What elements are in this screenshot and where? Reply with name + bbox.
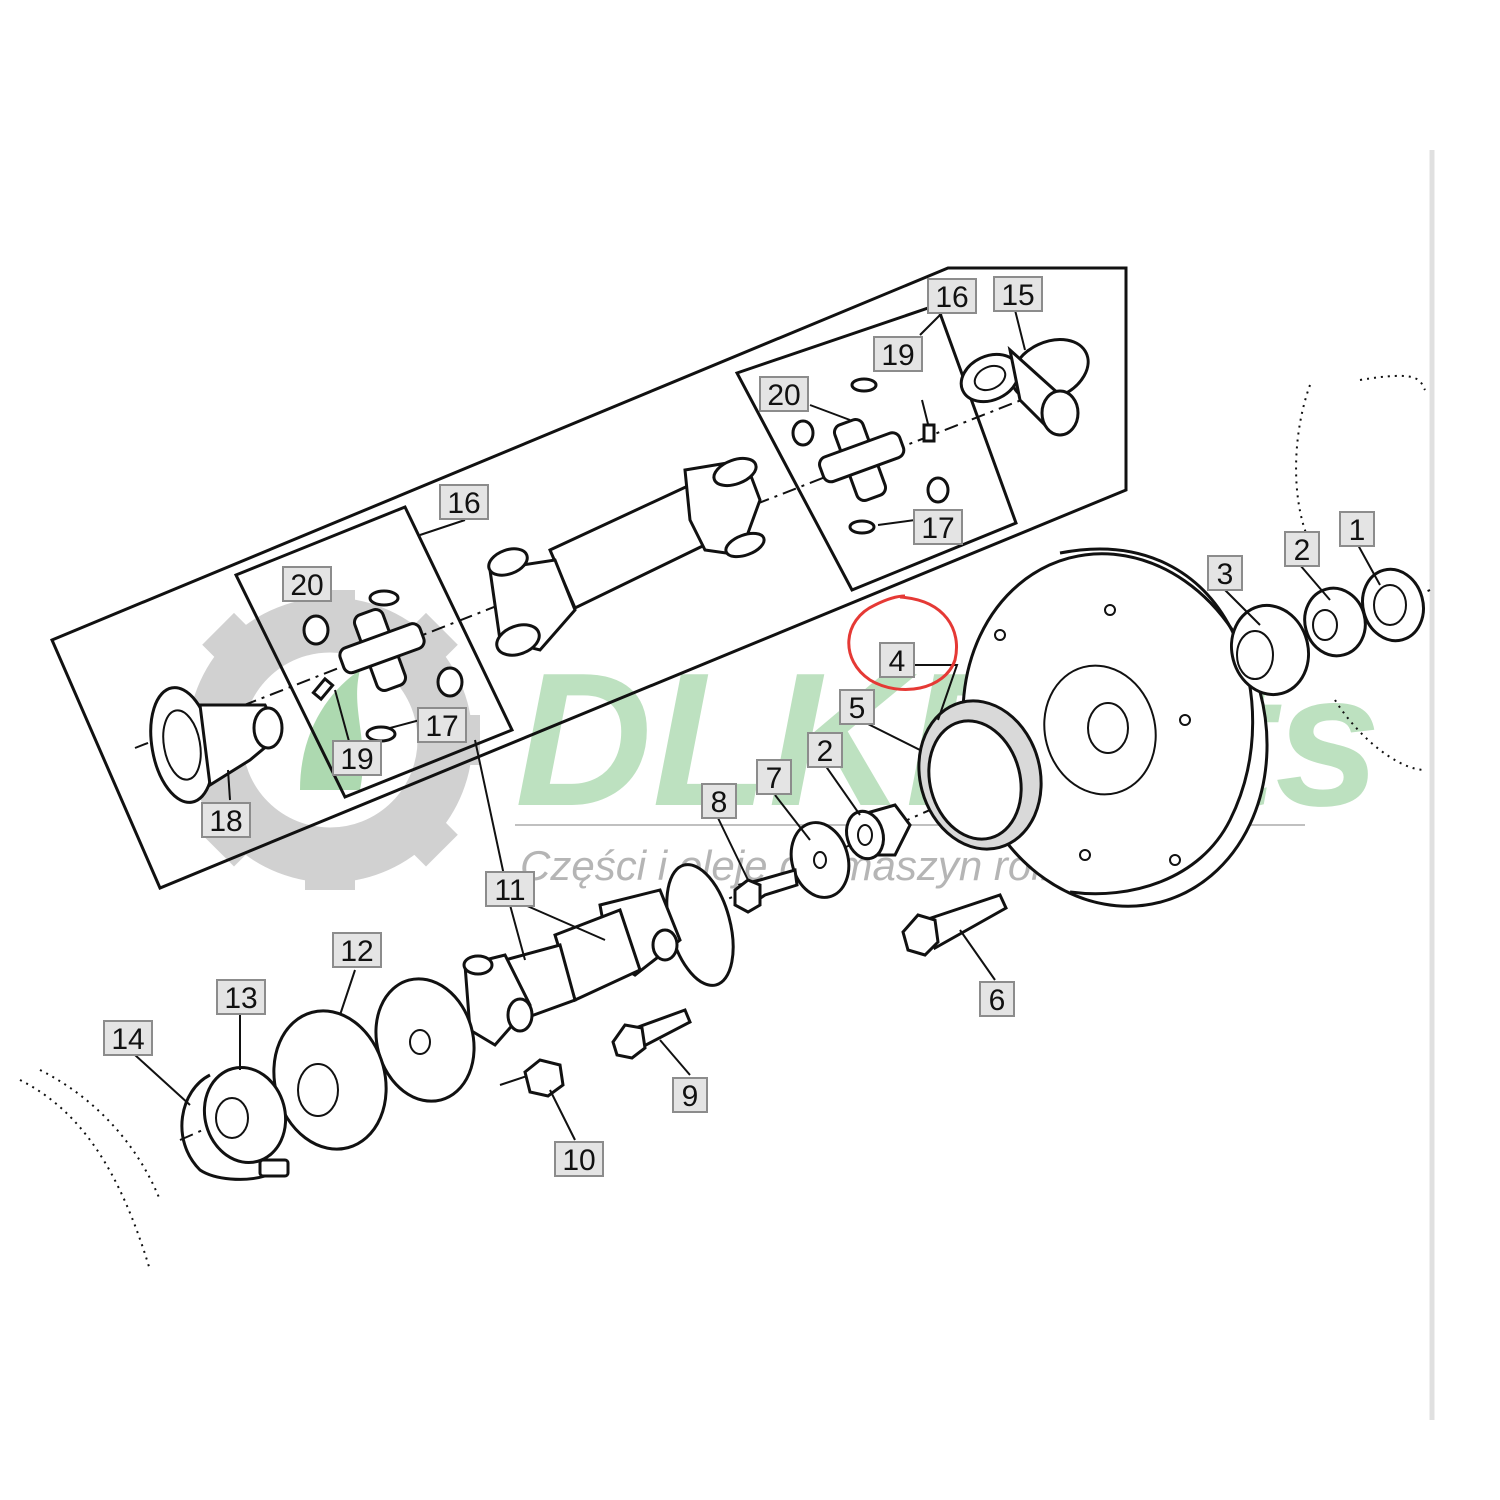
callout-7-text: 7 xyxy=(766,762,783,795)
part-14-snap-ring xyxy=(180,1073,290,1181)
callout-1: 1 xyxy=(1339,511,1375,547)
callout-18-text: 18 xyxy=(209,805,242,838)
callout-2-lower-text: 2 xyxy=(817,735,834,768)
callout-13: 13 xyxy=(216,979,266,1015)
callout-19-lower: 19 xyxy=(332,740,382,776)
leader-lines xyxy=(134,309,1381,1141)
callout-11: 11 xyxy=(485,871,535,907)
callout-15: 15 xyxy=(993,276,1043,312)
part-5-oil-seal xyxy=(917,699,1043,851)
callout-20-upper-text: 20 xyxy=(767,379,800,412)
callout-11-text: 11 xyxy=(494,874,525,907)
inset-box-upper-joint xyxy=(734,303,1018,592)
callout-17-upper-text: 17 xyxy=(921,512,954,545)
callout-16-lower: 16 xyxy=(439,484,489,520)
part-20-spider-cross-lower xyxy=(302,589,464,743)
main-assembly xyxy=(19,309,1431,1271)
part-3-bearing xyxy=(1229,603,1311,697)
callout-12: 12 xyxy=(332,932,382,968)
callout-6-text: 6 xyxy=(989,984,1006,1017)
callout-10: 10 xyxy=(554,1141,604,1177)
callout-4-text: 4 xyxy=(889,645,906,678)
callout-5-text: 5 xyxy=(849,692,866,725)
inset-box-lower-joint xyxy=(233,505,515,799)
callout-16-upper-text: 16 xyxy=(935,281,968,314)
callout-9-text: 9 xyxy=(682,1080,699,1113)
callout-2-lower: 2 xyxy=(807,732,843,768)
highlight-circle xyxy=(847,594,958,692)
callout-9: 9 xyxy=(672,1077,708,1113)
part-15-flange-yoke xyxy=(959,338,1090,437)
callout-20-upper: 20 xyxy=(759,376,809,412)
callout-15-text: 15 xyxy=(1001,279,1034,312)
callout-19-lower-text: 19 xyxy=(340,743,373,776)
callout-20-lower-text: 20 xyxy=(290,569,323,602)
callout-17-upper: 17 xyxy=(913,509,963,545)
flywheel-disc xyxy=(961,547,1269,908)
part-2-bushing-lower xyxy=(845,803,912,861)
callout-8: 8 xyxy=(701,783,737,819)
part-7-washer xyxy=(789,821,851,899)
part-10-bolt xyxy=(499,1058,565,1098)
callout-19-upper-text: 19 xyxy=(881,339,914,372)
callout-16-lower-text: 16 xyxy=(447,487,480,520)
callout-3-text: 3 xyxy=(1217,558,1234,591)
callout-17-lower-text: 17 xyxy=(425,710,458,743)
part-20-spider-cross-upper xyxy=(791,377,950,535)
callout-7: 7 xyxy=(756,759,792,795)
callout-5: 5 xyxy=(839,689,875,725)
callout-3: 3 xyxy=(1207,555,1243,591)
callout-18: 18 xyxy=(201,802,251,838)
callout-14-text: 14 xyxy=(111,1023,144,1056)
callout-2-upper-text: 2 xyxy=(1294,534,1311,567)
part-1-snap-ring xyxy=(1361,567,1425,643)
part-4-leader xyxy=(914,664,959,721)
transmission-housing-outline xyxy=(19,1069,161,1271)
part-16-drive-shaft-tube xyxy=(487,456,766,657)
callout-17-lower: 17 xyxy=(417,707,467,743)
part-13-bearing xyxy=(202,1065,288,1165)
part-8-bolt xyxy=(733,868,799,914)
part-6-bolt xyxy=(901,893,1008,957)
callout-2-upper: 2 xyxy=(1284,531,1320,567)
callout-19-upper: 19 xyxy=(873,336,923,372)
callout-14: 14 xyxy=(103,1020,153,1056)
part-11-drive-shaft xyxy=(462,863,735,1047)
callout-20-lower: 20 xyxy=(282,566,332,602)
callout-1-text: 1 xyxy=(1349,514,1366,547)
callout-16-upper: 16 xyxy=(927,278,977,314)
callout-10-text: 10 xyxy=(562,1144,595,1177)
callout-4: 4 xyxy=(879,642,915,678)
callout-8-text: 8 xyxy=(711,786,728,819)
callout-13-text: 13 xyxy=(224,982,257,1015)
callout-12-text: 12 xyxy=(340,935,373,968)
part-18-flange-yoke xyxy=(149,686,284,804)
inset-panel xyxy=(50,266,1128,890)
callout-labels: 1 2 3 4 5 2 7 8 6 9 10 11 12 13 14 15 16… xyxy=(103,276,1375,1177)
part-9-bolt xyxy=(611,1008,692,1060)
callout-6: 6 xyxy=(979,981,1015,1017)
